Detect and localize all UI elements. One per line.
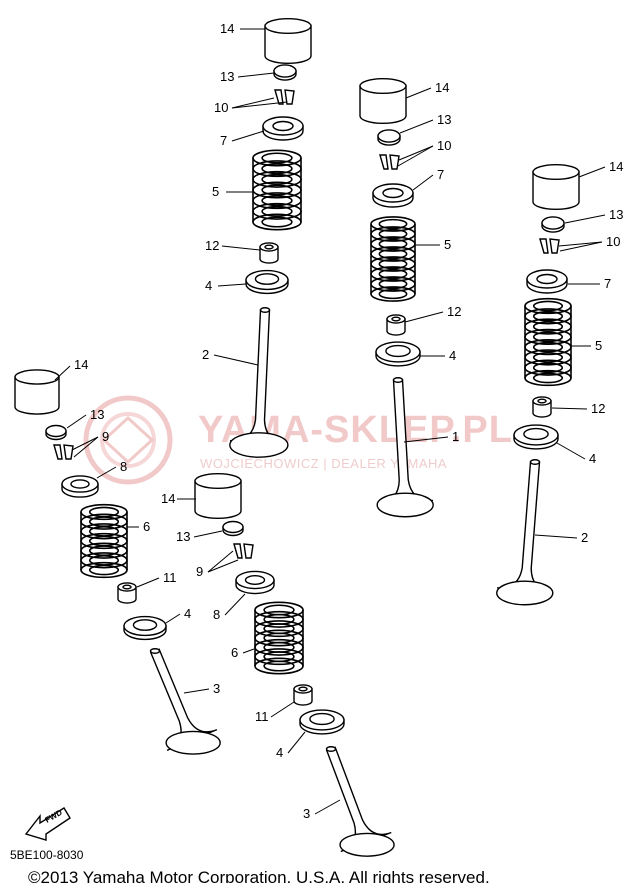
callout-label: 5	[444, 237, 451, 252]
callout-label: 14	[74, 357, 88, 372]
callout-label: 9	[196, 564, 203, 579]
parts-layer: 1413107512421413107512411413107512421413…	[14, 17, 623, 857]
callout-label: 7	[220, 133, 227, 148]
callout-label: 13	[437, 112, 451, 127]
callout-label: 5	[212, 184, 219, 199]
callout-label: 13	[609, 207, 623, 222]
valve-assembly-b: 14 13 10 7 5 12 4 1	[359, 77, 461, 518]
callout-label: 3	[303, 806, 310, 821]
fwd-arrow: FWD	[24, 807, 71, 841]
callout-label: 12	[591, 401, 605, 416]
callout-label: 6	[143, 519, 150, 534]
callout-label: 10	[437, 138, 451, 153]
callout-label: 13	[176, 529, 190, 544]
valve-assembly-a: 14 13 10 7 5 12 4 2	[202, 17, 312, 458]
callout-label: 13	[220, 69, 234, 84]
callout-label: 12	[447, 304, 461, 319]
callout-label: 6	[231, 645, 238, 660]
watermark-subtitle: WOJCIECHOWICZ | DEALER YAMAHA	[200, 456, 447, 471]
callout-label: 14	[220, 21, 234, 36]
callout-label: 11	[163, 570, 177, 585]
valve-assembly-e: 14 13 9 8 6 11 4 3	[161, 472, 395, 857]
copyright-notice: ©2013 Yamaha Motor Corporation, U.S.A. A…	[28, 868, 490, 883]
callout-label: 1	[452, 429, 459, 444]
callout-label: 12	[205, 238, 219, 253]
callout-label: 4	[184, 606, 191, 621]
callout-label: 13	[90, 407, 104, 422]
callout-label: 14	[161, 491, 175, 506]
callout-label: 14	[609, 159, 623, 174]
callout-label: 2	[581, 530, 588, 545]
diagram-code: 5BE100-8030	[10, 848, 84, 862]
callout-label: 7	[437, 167, 444, 182]
watermark-logo	[83, 395, 173, 485]
callout-label: 14	[435, 80, 449, 95]
callout-label: 10	[214, 100, 228, 115]
callout-label: 5	[595, 338, 602, 353]
callout-label: 7	[604, 276, 611, 291]
callout-label: 8	[213, 607, 220, 622]
watermark: YAMA-SKLEP.PL WOJCIECHOWICZ | DEALER YAM…	[83, 395, 512, 485]
callout-label: 4	[276, 745, 283, 760]
callout-label: 9	[102, 429, 109, 444]
callout-label: 11	[255, 709, 269, 724]
callout-label: 4	[205, 278, 212, 293]
callout-label: 8	[120, 459, 127, 474]
callout-label: 4	[449, 348, 456, 363]
callout-label: 4	[589, 451, 596, 466]
callout-label: 2	[202, 347, 209, 362]
valve-assembly-c: 14 13 10 7 5 12 4 2	[496, 159, 623, 606]
callout-label: 10	[606, 234, 620, 249]
callout-label: 3	[213, 681, 220, 696]
